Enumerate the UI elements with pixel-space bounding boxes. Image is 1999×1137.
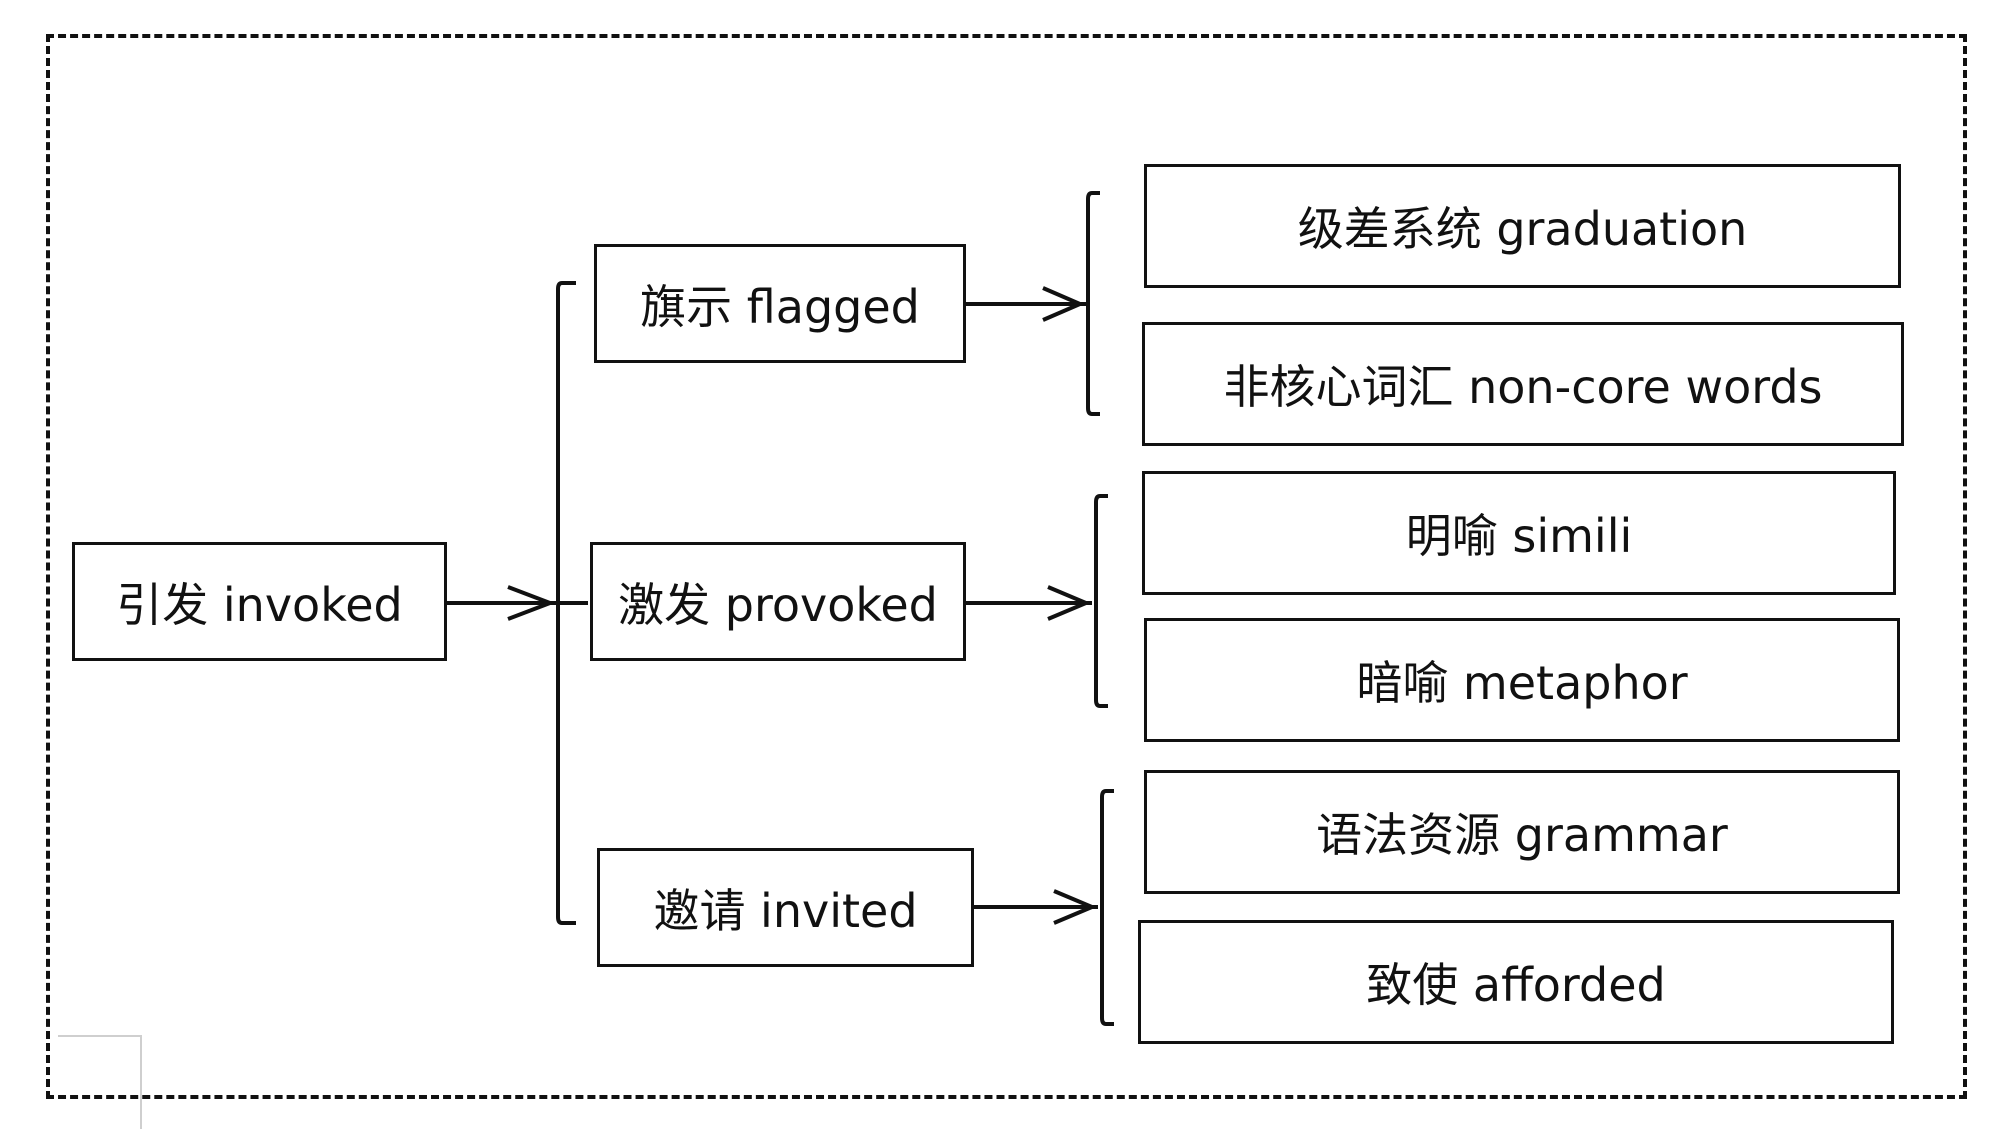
leaf-node-label: 暗喻 metaphor: [1356, 656, 1688, 710]
root-node-label: 引发 invoked: [116, 577, 403, 632]
leaf-node-label: 语法资源 grammar: [1316, 808, 1728, 862]
branch-node-provoked: 激发 provoked: [590, 542, 966, 661]
root-arrowhead: [507, 585, 556, 621]
branch-node-flagged: 旗示 flagged: [594, 244, 966, 363]
leaf-node-non-core-words: 非核心词汇 non-core words: [1142, 322, 1904, 446]
branch-node-invited: 邀请 invited: [597, 848, 974, 967]
leaf-node-graduation: 级差系统 graduation: [1144, 164, 1901, 288]
leaf-node-label: 非核心词汇 non-core words: [1223, 360, 1823, 414]
leaf-node-label: 级差系统 graduation: [1297, 202, 1748, 256]
branch3-bracket: [1100, 789, 1114, 1026]
branch2-arrowhead: [1047, 585, 1092, 621]
leaf-node-grammar: 语法资源 grammar: [1144, 770, 1900, 894]
branch3-arrowhead: [1053, 889, 1098, 925]
branch1-arrowhead: [1042, 286, 1086, 322]
corner-mark: [58, 1035, 142, 1129]
branch-node-label: 邀请 invited: [653, 883, 918, 938]
leaf-node-afforded: 致使 afforded: [1138, 920, 1894, 1044]
branch1-bracket: [1086, 191, 1100, 416]
leaf-node-label: 明喻 simili: [1405, 509, 1633, 563]
leaf-node-label: 致使 afforded: [1366, 958, 1666, 1012]
dashed-frame: [46, 34, 1967, 1099]
branch-node-label: 旗示 flagged: [640, 279, 920, 334]
leaf-node-metaphor: 暗喻 metaphor: [1144, 618, 1900, 742]
root-node: 引发 invoked: [72, 542, 447, 661]
branch2-bracket: [1094, 494, 1108, 708]
leaf-node-simili: 明喻 simili: [1142, 471, 1896, 595]
branch-node-label: 激发 provoked: [618, 577, 938, 632]
